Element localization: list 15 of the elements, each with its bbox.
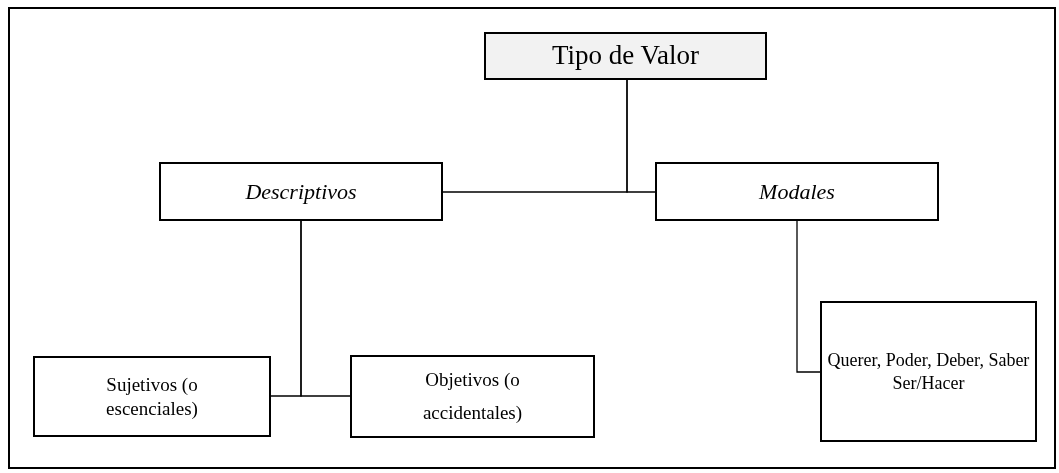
node-label: Sujetivos (o escenciales): [105, 372, 199, 421]
node-label: Modales: [759, 177, 835, 206]
node-label: Querer, Poder, Deber, Saber Ser/Hacer: [826, 349, 1031, 394]
node-label: Tipo de Valor: [552, 39, 699, 73]
node-label: Objetivos (o accidentales): [421, 368, 524, 425]
connector-line: [796, 220, 821, 373]
process-box: [484, 32, 767, 80]
node-label: Descriptivos: [245, 177, 357, 206]
process-box: [33, 356, 271, 437]
process-box: [159, 162, 443, 221]
connector-line: [300, 220, 351, 397]
process-box: [820, 301, 1037, 442]
connector-line: [626, 79, 656, 193]
process-box: [655, 162, 939, 221]
process-box: [350, 355, 595, 438]
